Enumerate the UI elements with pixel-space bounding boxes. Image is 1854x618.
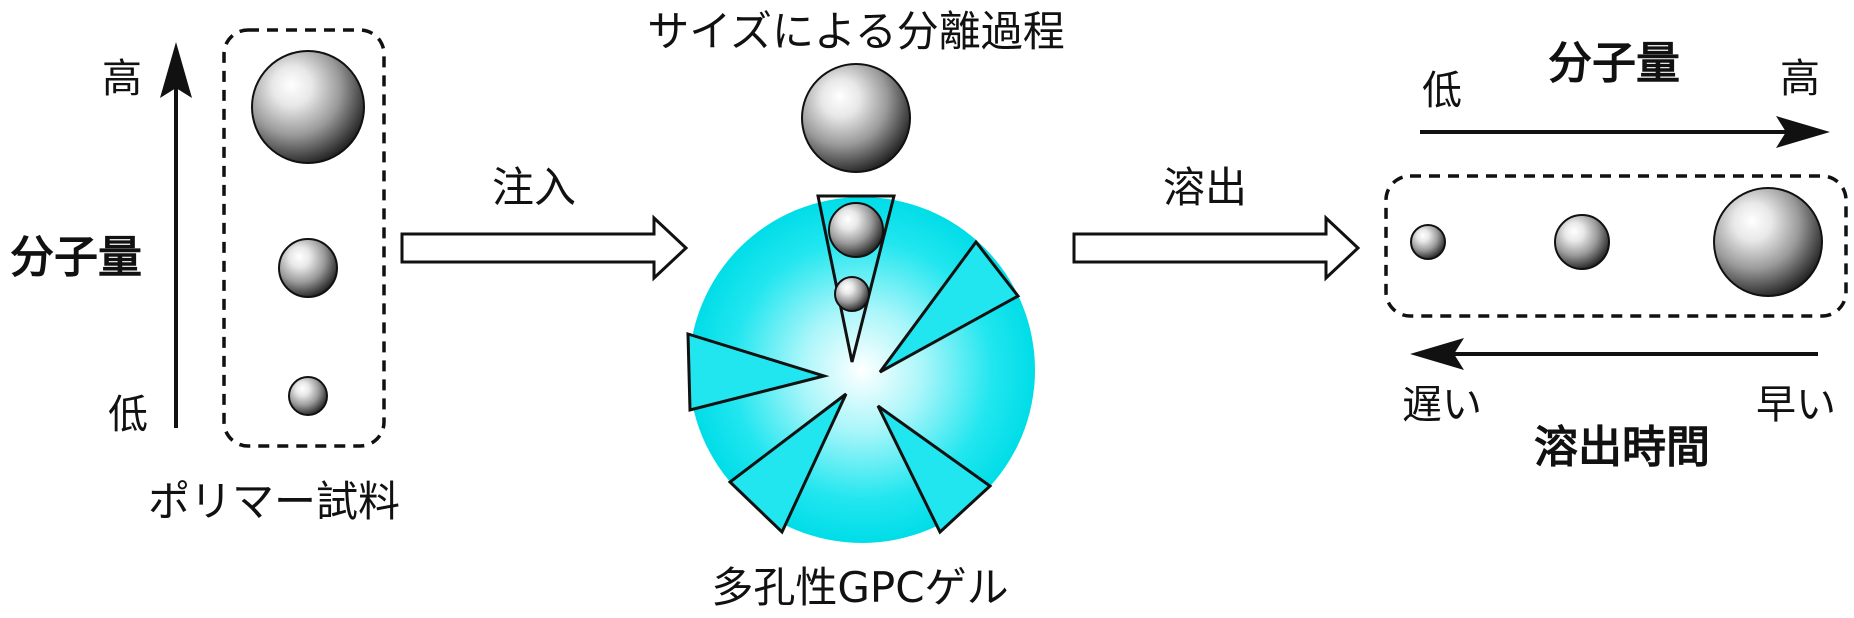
small-molecule-in-pore [834,276,870,312]
left-axis-arrowhead [160,42,192,98]
medium-molecule-in-pore [828,202,884,258]
inject-step: 注入 [400,163,689,282]
right-axis-high-label: 高 [1780,56,1820,102]
elution-late-label: 遅い [1402,382,1482,428]
right-axis-arrowhead [1776,116,1830,148]
separation-process: サイズによる分離過程 多孔性GPCゲル [647,7,1064,612]
polymer-small-molecule [288,376,328,416]
left-panel: 高 低 分子量 ポリマー試料 [10,28,400,526]
right-axis-title: 分子量 [1548,38,1680,89]
gel-label: 多孔性GPCゲル [711,563,1008,612]
inject-label: 注入 [492,163,576,212]
elution-early-label: 早い [1756,382,1836,428]
gel-pore-lower-right [876,404,993,535]
eluted-medium-molecule [1554,214,1610,270]
gel-pore-left [686,331,830,412]
elution-time-title: 溶出時間 [1534,422,1710,473]
eluted-large-molecule [1713,187,1823,297]
separation-title: サイズによる分離過程 [647,7,1064,56]
right-axis-low-label: 低 [1422,68,1462,114]
elute-step: 溶出 [1072,163,1361,282]
gel-pore-top [816,194,896,363]
polymer-medium-molecule [278,238,338,298]
polymer-sample-box [222,28,386,448]
left-axis-title: 分子量 [10,232,142,283]
eluted-small-molecule [1410,224,1446,260]
polymer-sample-label: ポリマー試料 [148,477,400,526]
elute-arrow [1072,214,1361,282]
inject-arrow [400,214,689,282]
gel-pore-upper-right [878,239,1021,374]
gel-pore-lower-left [727,392,848,535]
elute-label: 溶出 [1163,163,1247,212]
left-axis-high-label: 高 [102,56,142,102]
eluted-fractions-box [1384,174,1848,318]
large-molecule-excluded [801,63,911,173]
polymer-large-molecule [251,50,365,164]
left-axis-low-label: 低 [108,392,148,438]
elution-time-arrowhead [1410,338,1464,370]
right-panel: 分子量 低 高 遅い 早い 溶出時間 [1384,38,1848,473]
